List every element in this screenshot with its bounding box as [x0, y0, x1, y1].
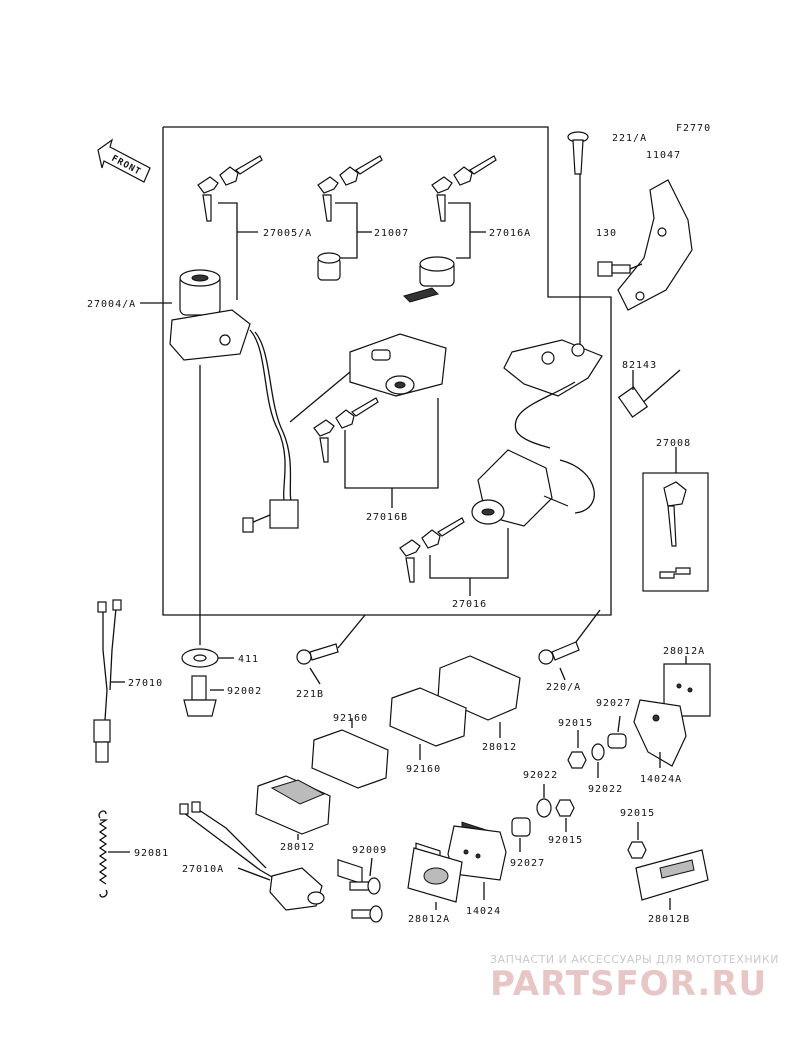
key-set-21007-icon	[317, 155, 383, 222]
label-27005A: 27005/A	[263, 228, 312, 239]
label-130: 130	[596, 228, 617, 239]
watermark-subtitle: ЗАПЧАСТИ И АКСЕССУАРЫ ДЛЯ МОТОТЕХНИКИ	[490, 953, 779, 966]
label-92022-b: 92022	[523, 770, 558, 781]
nut-92015-b-icon	[555, 799, 575, 817]
switch-27010A-icon	[179, 801, 325, 911]
lock-cylinder-27016A-icon	[403, 256, 455, 303]
label-92160-a: 92160	[333, 713, 368, 724]
washer-92022-b-icon	[536, 798, 552, 818]
label-27004A: 27004/A	[87, 299, 136, 310]
label-27010A: 27010A	[182, 864, 224, 875]
bolt-130-icon	[597, 261, 631, 277]
label-28012B: 28012B	[648, 914, 690, 925]
hinge-bracket-icon	[503, 339, 603, 397]
label-92015-c: 92015	[620, 808, 655, 819]
label-92081: 92081	[134, 848, 169, 859]
ignition-switch-icon	[169, 269, 299, 533]
wire-harness-27010-icon	[93, 599, 122, 763]
bracket-14024A-icon	[633, 699, 687, 767]
label-92002: 92002	[227, 686, 262, 697]
label-11047: 11047	[646, 150, 681, 161]
label-92022-a: 92022	[588, 784, 623, 795]
reflector-28012B-icon	[635, 849, 709, 901]
label-82143: 82143	[622, 360, 657, 371]
reflector-28012-top-icon	[437, 655, 521, 859]
bracket-11047-icon	[617, 179, 693, 311]
front-arrow-icon: FRONT	[97, 138, 151, 183]
label-14024: 14024	[466, 906, 501, 917]
label-92027-b: 92027	[510, 858, 545, 869]
key-27008-box	[642, 472, 709, 592]
label-92160-b: 92160	[406, 764, 441, 775]
bolt-92009-a-icon	[349, 877, 381, 895]
bolt-92009-b-icon	[351, 905, 383, 923]
label-92015-b: 92015	[548, 835, 583, 846]
nut-92015-a-icon	[567, 751, 587, 769]
label-220A: 220/A	[546, 682, 581, 693]
reflector-28012A-bottom-icon	[407, 847, 463, 903]
main-lock-27016-icon	[471, 449, 569, 527]
label-21007: 21007	[374, 228, 409, 239]
collar-92027-a-icon	[607, 733, 627, 749]
screw-220A-icon	[538, 641, 580, 665]
figure-code: F2770	[676, 123, 711, 134]
spring-92081-icon	[98, 810, 109, 898]
nut-92015-c-icon	[627, 841, 647, 859]
key-set-27005A-icon	[197, 155, 263, 222]
key-set-27016-icon	[399, 517, 465, 583]
assembly-frame	[162, 126, 612, 616]
screw-221A-icon	[567, 131, 589, 175]
label-27016A: 27016A	[489, 228, 531, 239]
label-221B: 221B	[296, 689, 324, 700]
label-28012-b: 28012	[280, 842, 315, 853]
lock-cylinder-21007-icon	[317, 252, 341, 281]
collar-92027-b-icon	[511, 817, 531, 837]
watermark-logo: PARTSFOR.RU	[490, 964, 767, 1004]
label-28012A-bottom: 28012A	[408, 914, 450, 925]
label-27008: 27008	[656, 438, 691, 449]
label-92027-a: 92027	[596, 698, 631, 709]
reflector-28012-bottom-icon	[255, 775, 331, 835]
reflector-28012A-top-icon	[663, 663, 711, 717]
gasket-92160-a-icon	[311, 729, 389, 885]
screw-221B-icon	[296, 643, 339, 665]
label-27016B: 27016B	[366, 512, 408, 523]
label-14024A: 14024A	[640, 774, 682, 785]
label-411: 411	[238, 654, 259, 665]
label-27010: 27010	[128, 678, 163, 689]
label-221A: 221/A	[612, 133, 647, 144]
label-28012A-top: 28012A	[663, 646, 705, 657]
label-92015-a: 92015	[558, 718, 593, 729]
key-set-27016A-icon	[431, 155, 497, 222]
label-27016: 27016	[452, 599, 487, 610]
label-92009: 92009	[352, 845, 387, 856]
seat-lock-27016B-icon	[349, 333, 447, 397]
washer-411-icon	[181, 648, 219, 668]
key-set-27016B-icon	[313, 397, 379, 463]
collar-82143-icon	[617, 386, 649, 418]
bracket-14024-icon	[447, 825, 507, 881]
washer-92022-a-icon	[591, 743, 605, 761]
bolt-92002-icon	[183, 675, 217, 717]
label-28012-a: 28012	[482, 742, 517, 753]
